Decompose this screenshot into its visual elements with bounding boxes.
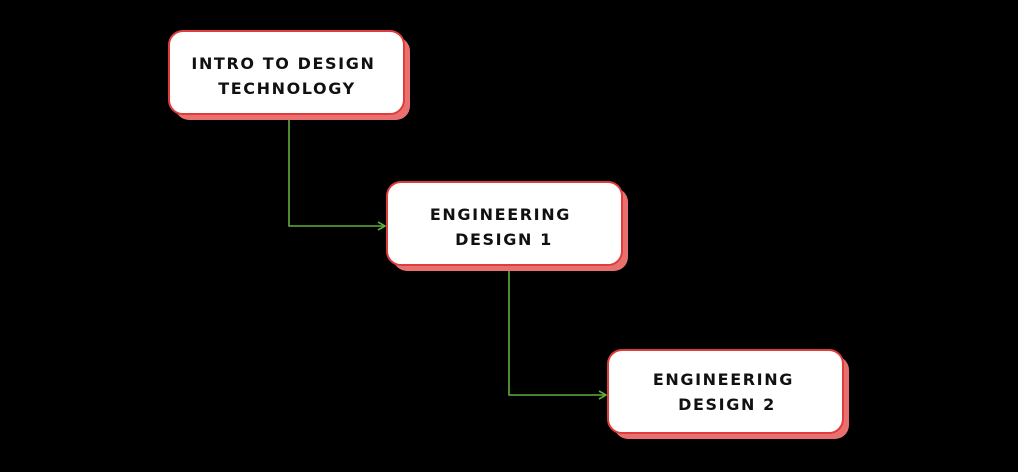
course-box-engineering-design-1: ENGINEERING DESIGN 1 <box>386 181 628 271</box>
box-label-line-2: DESIGN 1 <box>455 230 553 249</box>
svg-text:INTRO TO DESIGN TECHNOLO: INTRO TO DESIGN TECHNOLOGY <box>191 54 382 98</box>
svg-text:ENGINEERING DESIGN 1: ENGINEERING DESIGN 1 <box>430 205 578 249</box>
box-body <box>386 181 623 266</box>
box-label-line-1: ENGINEERING <box>430 205 571 224</box>
box-body <box>168 30 405 115</box>
connector-arrow-1 <box>288 120 387 231</box>
connector-arrow-2 <box>508 268 608 400</box>
box-label-line-2: DESIGN 2 <box>678 395 776 414</box>
box-body <box>607 349 844 434</box>
course-box-engineering-design-2: ENGINEERING DESIGN 2 <box>607 349 849 439</box>
course-box-intro-design-technology: INTRO TO DESIGN TECHNOLOGY <box>168 30 410 120</box>
box-label-line-2: TECHNOLOGY <box>218 79 356 98</box>
svg-text:ENGINEERING DESIGN 2: ENGINEERING DESIGN 2 <box>653 370 801 414</box>
box-label-line-1: ENGINEERING <box>653 370 794 389</box>
box-label-line-1: INTRO TO DESIGN <box>191 54 375 73</box>
